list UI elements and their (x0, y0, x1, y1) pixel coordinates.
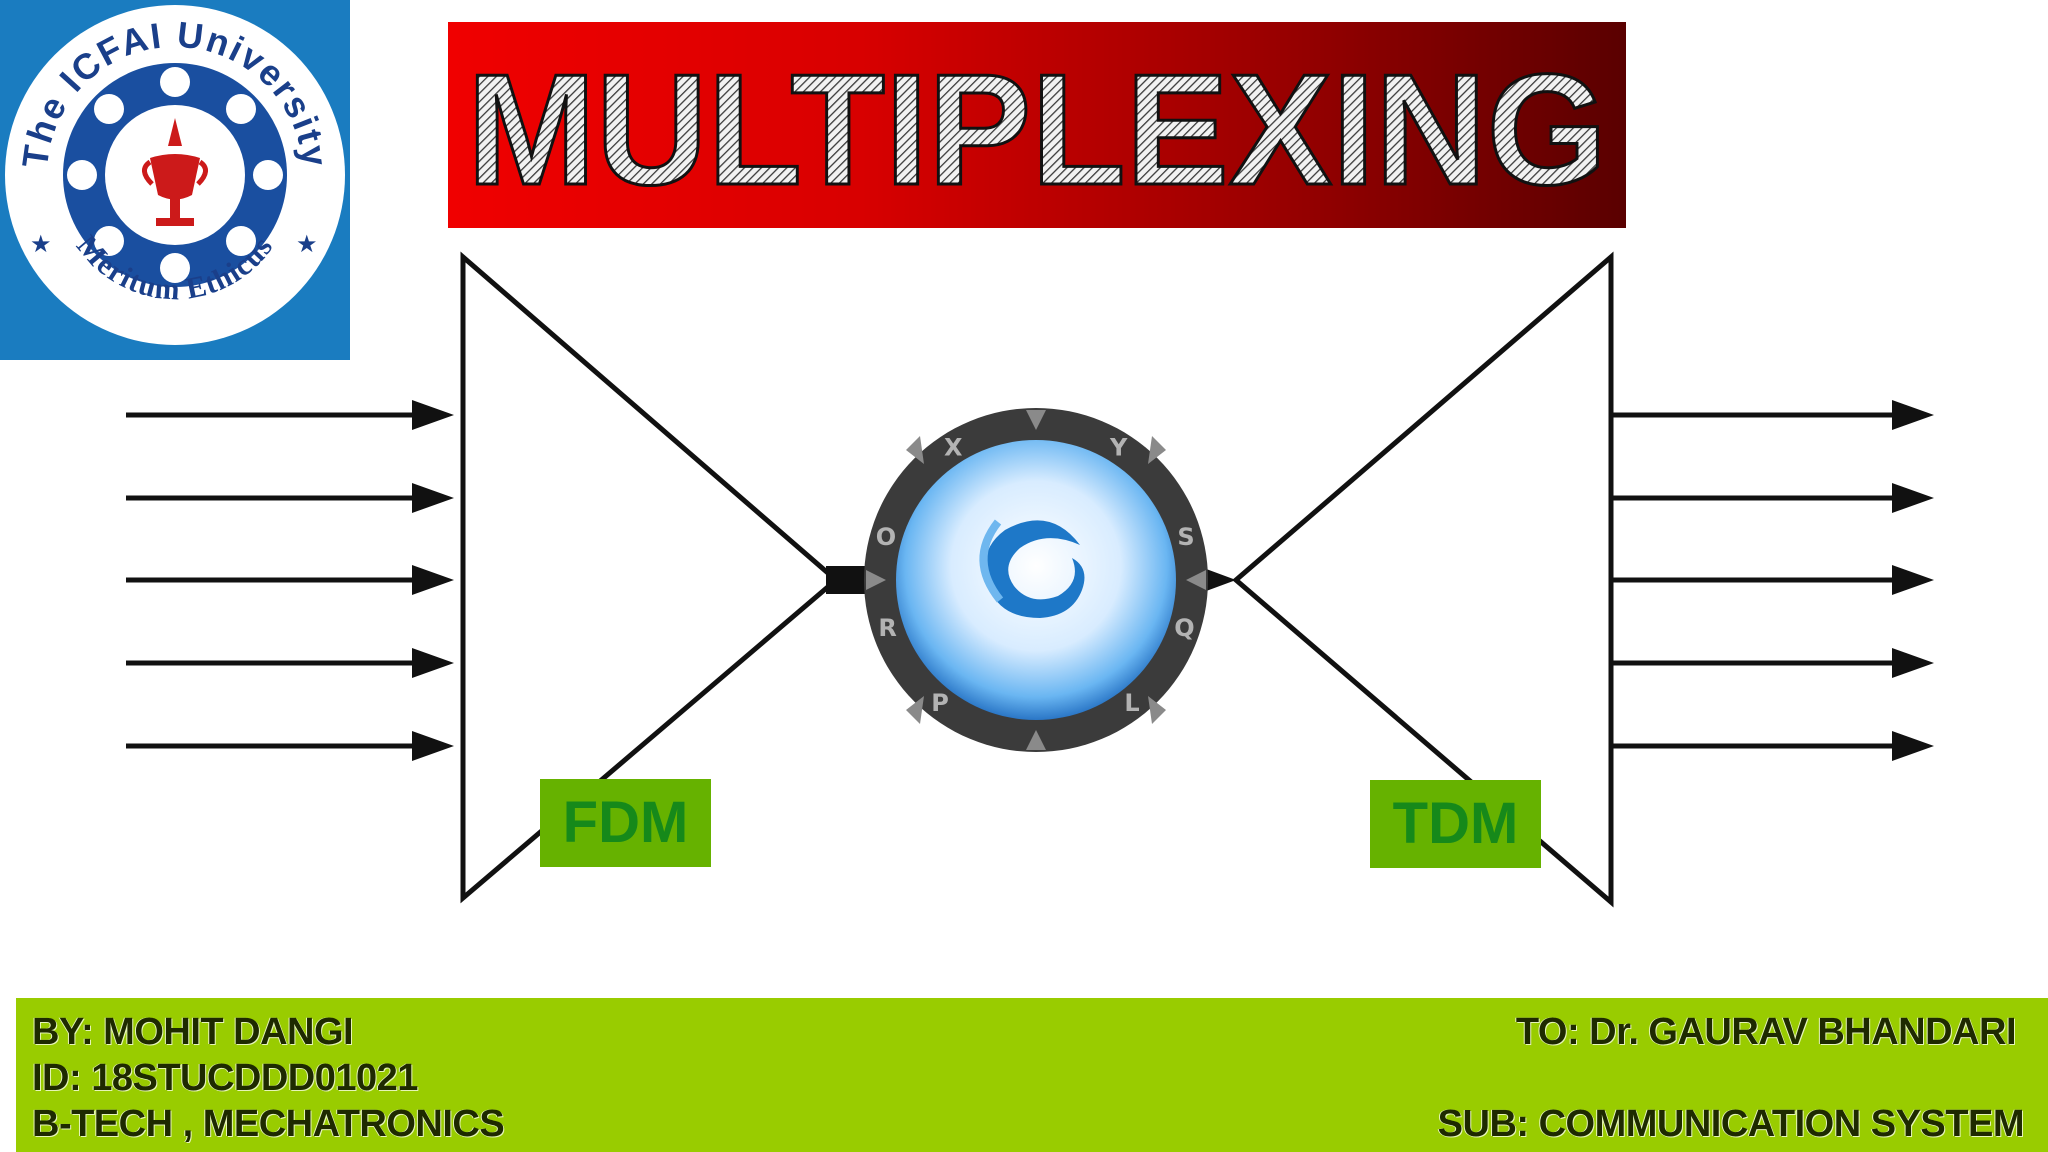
output-signal-arrows (1611, 400, 1934, 761)
logo-ring-teeth (866, 410, 1206, 750)
footer-banner: BY: MOHIT DANGI ID: 18STUCDDD01021 B-TEC… (16, 998, 2048, 1152)
input-signal-arrows (126, 400, 454, 761)
output-arrow (1611, 483, 1934, 513)
ring-letter: O (876, 523, 896, 551)
logo-gear-dots (67, 67, 283, 283)
university-logo: The ICFAI University Meritum Ethicus ★ ★ (0, 0, 350, 360)
ring-letter: P (931, 689, 949, 717)
author-name: BY: MOHIT DANGI (32, 1011, 354, 1053)
input-arrow (126, 565, 454, 595)
multiplexing-diagram: P R O X Y S Q L FDM TDM (0, 240, 2048, 920)
output-arrow (1611, 400, 1934, 430)
ring-letter: X (944, 434, 963, 462)
output-arrow (1611, 565, 1934, 595)
proxysql-logo: P R O X Y S Q L (864, 408, 1208, 752)
tdm-label: TDM (1370, 780, 1541, 868)
star-icon: ★ (296, 231, 318, 258)
star-icon: ★ (30, 231, 52, 258)
input-arrow (126, 731, 454, 761)
output-arrow (1611, 648, 1934, 678)
input-arrow (126, 648, 454, 678)
student-id: ID: 18STUCDDD01021 (32, 1057, 418, 1099)
ring-letter: Y (1109, 434, 1128, 462)
page-title: MULTIPLEXING (467, 42, 1607, 218)
ring-letter: S (1177, 523, 1194, 551)
input-arrow (126, 400, 454, 430)
fdm-label: FDM (540, 779, 711, 867)
input-arrow (126, 483, 454, 513)
ring-letter: R (878, 614, 896, 642)
multiplexer-triangle (460, 251, 840, 904)
recipient-name: TO: Dr. GAURAV BHANDARI (1515, 1011, 2017, 1053)
subject-name: SUB: COMMUNICATION SYSTEM (1437, 1103, 2025, 1145)
logo-ring-letters: P R O X Y S Q L (876, 434, 1195, 717)
output-arrow (1611, 731, 1934, 761)
ring-letter: Q (1174, 614, 1194, 642)
ring-letter: L (1124, 689, 1139, 717)
title-banner: MULTIPLEXING (448, 22, 1626, 228)
trophy-icon (142, 118, 208, 226)
logo-glow-orb (896, 440, 1176, 720)
course-name: B-TECH , MECHATRONICS (32, 1103, 505, 1145)
swirl-icon (985, 520, 1085, 618)
